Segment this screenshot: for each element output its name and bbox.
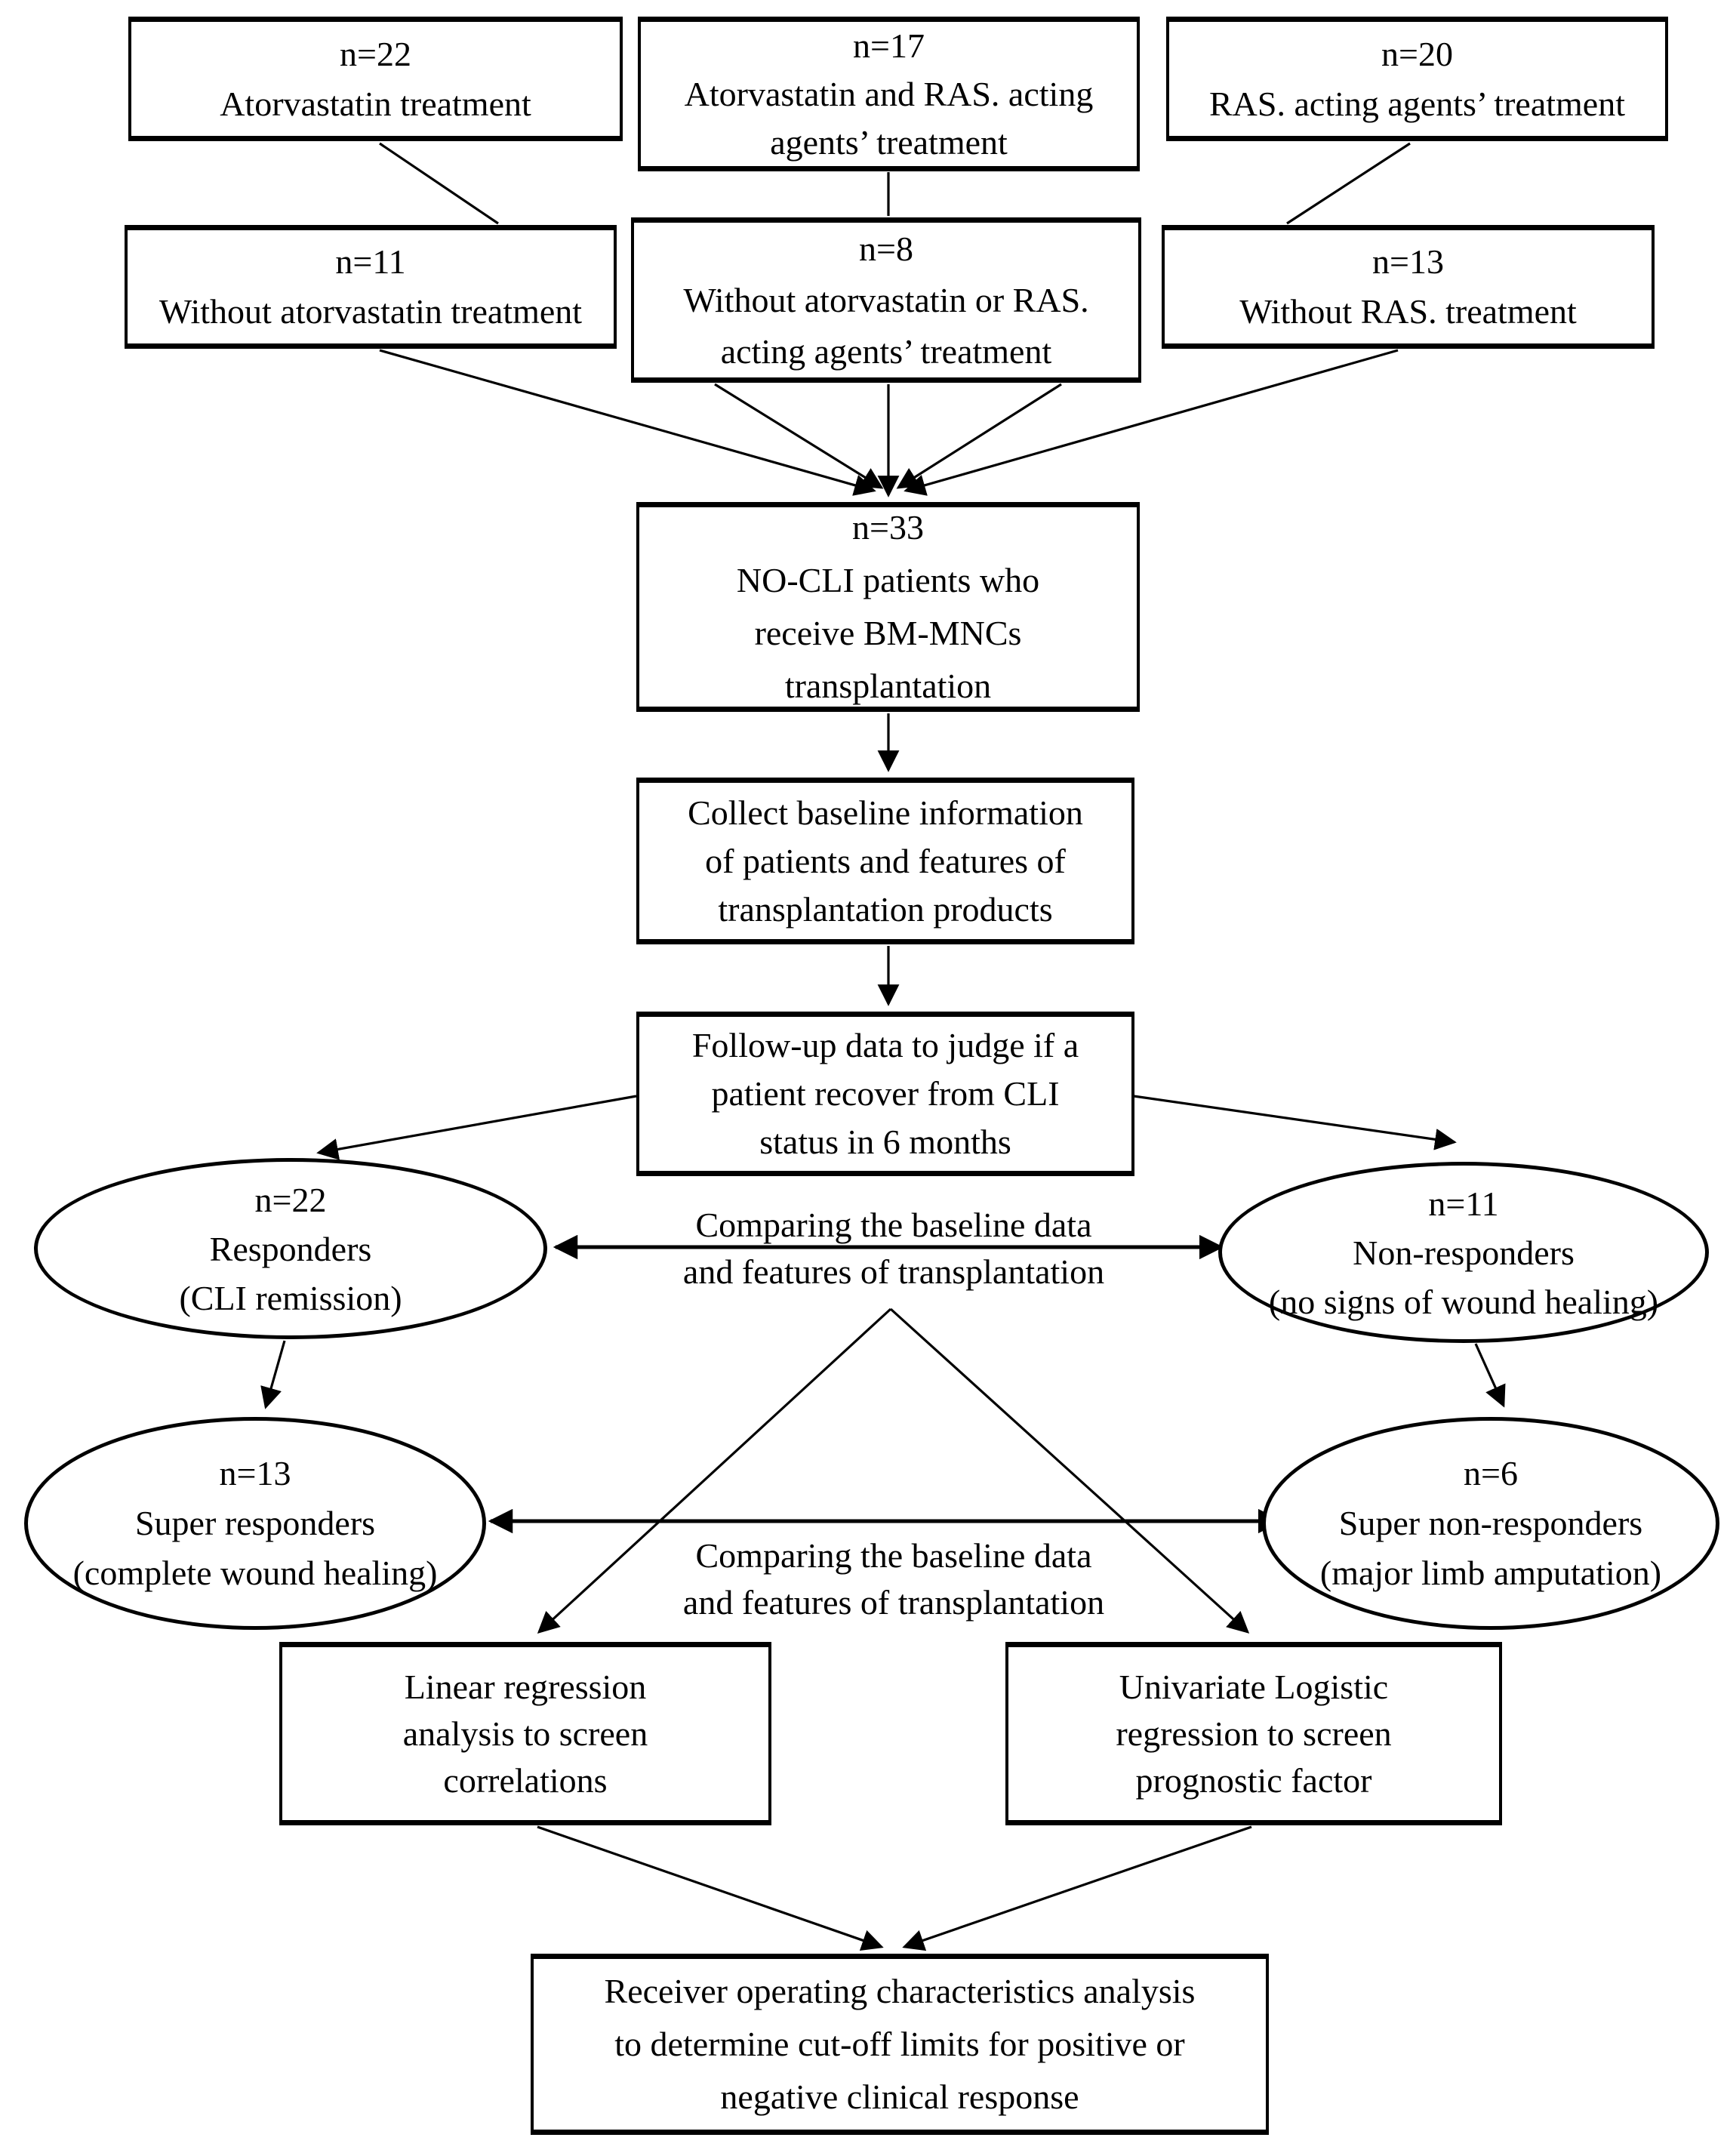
- arrow-to-logistic-regression: [889, 1307, 1250, 1634]
- node-responders: n=22 Responders (CLI remission): [34, 1158, 547, 1339]
- node-linear-regression: Linear regression analysis to screen cor…: [279, 1642, 771, 1825]
- node-text: to determine cut-off limits for positive…: [614, 2025, 1185, 2063]
- count-text: n=11: [335, 242, 406, 281]
- node-atorvastatin-and-ras-treatment: n=17 Atorvastatin and RAS. acting agents…: [638, 17, 1140, 171]
- node-text: Linear regression: [404, 1667, 647, 1706]
- label-text: and features of transplantation: [682, 1583, 1105, 1622]
- node-text: regression to screen: [1116, 1714, 1392, 1753]
- node-no-cli-cohort: n=33 NO-CLI patients who receive BM-MNCs…: [636, 502, 1140, 712]
- arrow-noatorva-to-cohort: [379, 349, 876, 496]
- node-text: NO-CLI patients who: [736, 561, 1040, 599]
- node-ras-acting-agents-treatment: n=20 RAS. acting agents’ treatment: [1166, 17, 1668, 141]
- node-text: (complete wound healing): [72, 1554, 438, 1592]
- node-atorvastatin-treatment: n=22 Atorvastatin treatment: [128, 17, 623, 141]
- count-text: n=11: [1428, 1184, 1499, 1223]
- label-comparing-baseline-2: Comparing the baseline data and features…: [569, 1532, 1218, 1626]
- count-text: n=22: [254, 1180, 327, 1219]
- label-text: and features of transplantation: [682, 1252, 1105, 1291]
- edge-ras-to-noras: [1286, 142, 1411, 225]
- node-text: transplantation products: [718, 889, 1053, 929]
- label-text: Comparing the baseline data: [695, 1536, 1092, 1575]
- node-text: analysis to screen: [402, 1714, 648, 1753]
- node-roc-analysis: Receiver operating characteristics analy…: [531, 1954, 1269, 2135]
- comparison-to-regression: [537, 1307, 1250, 1634]
- node-text: of patients and features of: [705, 841, 1066, 880]
- node-text: transplantation: [784, 667, 992, 705]
- count-text: n=20: [1381, 34, 1453, 73]
- node-text: agents’ treatment: [770, 122, 1008, 162]
- label-text: Comparing the baseline data: [695, 1206, 1092, 1244]
- node-text: prognostic factor: [1135, 1760, 1372, 1800]
- super-outcome-arrows: [260, 1340, 1506, 1409]
- node-text: patient recover from CLI: [711, 1074, 1060, 1113]
- node-text: Non-responders: [1353, 1233, 1575, 1272]
- count-text: n=22: [340, 34, 411, 73]
- node-collect-baseline: Collect baseline information of patients…: [636, 778, 1134, 944]
- node-text: Super responders: [134, 1504, 376, 1542]
- arrow-right-inner-to-cohort: [896, 383, 1062, 489]
- arrow-linear-to-roc: [537, 1825, 884, 1951]
- node-text: (CLI remission): [179, 1278, 402, 1317]
- row1-row2-connectors: [379, 142, 1411, 225]
- node-text: (major limb amputation): [1319, 1554, 1662, 1592]
- node-text: Receiver operating characteristics analy…: [604, 1972, 1196, 2010]
- count-text: n=8: [859, 229, 913, 268]
- count-text: n=17: [853, 26, 925, 65]
- converging-arrows: [379, 349, 1399, 497]
- node-text: status in 6 months: [759, 1123, 1011, 1161]
- regression-to-roc: [537, 1825, 1252, 1951]
- node-text: Super non-responders: [1338, 1504, 1643, 1542]
- count-text: n=13: [219, 1454, 291, 1492]
- arrow-followup-to-responders: [316, 1095, 637, 1160]
- arrow-responders-to-super: [260, 1340, 286, 1409]
- node-super-responders: n=13 Super responders (complete wound he…: [24, 1417, 486, 1630]
- node-univariate-logistic-regression: Univariate Logistic regression to screen…: [1005, 1642, 1502, 1825]
- node-text: Without RAS. treatment: [1239, 292, 1577, 331]
- node-without-atorvastatin-or-ras-treatment: n=8 Without atorvastatin or RAS. acting …: [631, 217, 1141, 383]
- node-followup-judgement: Follow-up data to judge if a patient rec…: [636, 1012, 1134, 1176]
- node-text: Univariate Logistic: [1119, 1667, 1389, 1706]
- node-text: Collect baseline information: [688, 793, 1083, 832]
- node-text: Atorvastatin treatment: [220, 84, 531, 123]
- arrow-followup-to-nonresponders: [1133, 1095, 1457, 1150]
- count-text: n=6: [1464, 1454, 1518, 1492]
- node-without-ras-treatment: n=13 Without RAS. treatment: [1162, 225, 1655, 349]
- node-text: Atorvastatin and RAS. acting: [684, 74, 1094, 113]
- arrow-logistic-to-roc: [902, 1825, 1252, 1951]
- edge-atorva-to-noatorva: [379, 142, 499, 225]
- node-text: acting agents’ treatment: [720, 331, 1052, 371]
- node-text: Without atorvastatin or RAS.: [683, 280, 1089, 319]
- comparison-arrows: [488, 1234, 1283, 1534]
- count-text: n=13: [1372, 242, 1444, 281]
- node-text: correlations: [443, 1760, 608, 1800]
- node-text: Without atorvastatin treatment: [159, 292, 583, 331]
- node-text: negative clinical response: [720, 2077, 1079, 2116]
- label-comparing-baseline-1: Comparing the baseline data and features…: [569, 1202, 1218, 1295]
- arrow-left-inner-to-cohort: [714, 383, 884, 489]
- arrow-nonresponders-to-supernon: [1474, 1343, 1506, 1408]
- node-without-atorvastatin-treatment: n=11 Without atorvastatin treatment: [125, 225, 617, 349]
- node-super-non-responders: n=6 Super non-responders (major limb amp…: [1262, 1417, 1719, 1630]
- node-text: Follow-up data to judge if a: [691, 1026, 1079, 1064]
- node-text: (no signs of wound healing): [1268, 1282, 1659, 1321]
- node-text: receive BM-MNCs: [754, 614, 1022, 652]
- arrow-to-linear-regression: [537, 1307, 892, 1634]
- followup-branches: [316, 1095, 1457, 1160]
- node-text: Responders: [209, 1229, 372, 1268]
- count-text: n=33: [852, 508, 924, 547]
- node-non-responders: n=11 Non-responders (no signs of wound h…: [1218, 1162, 1709, 1343]
- arrow-noras-to-cohort: [904, 349, 1399, 496]
- node-text: RAS. acting agents’ treatment: [1209, 84, 1625, 123]
